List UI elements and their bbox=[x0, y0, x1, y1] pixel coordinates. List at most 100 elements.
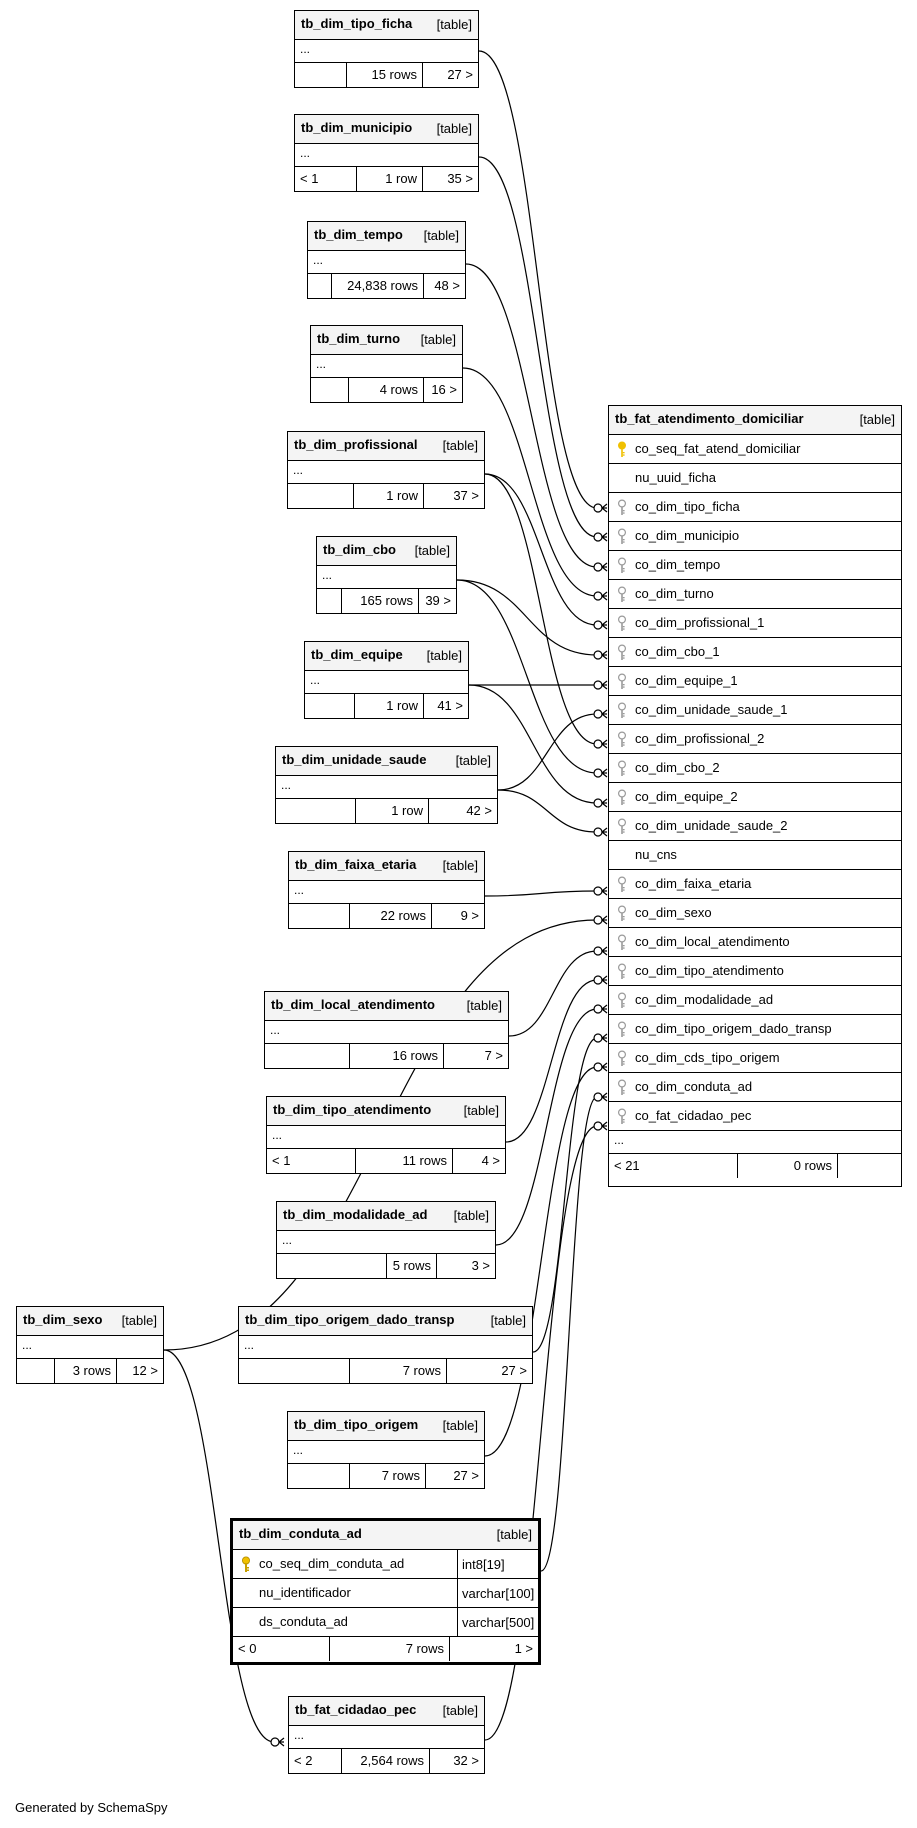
parents-count bbox=[295, 63, 347, 87]
row-count: 7 rows bbox=[350, 1359, 447, 1383]
column-name: co_seq_dim_conduta_ad bbox=[259, 1556, 405, 1571]
column-row[interactable]: co_dim_profissional_1 bbox=[609, 609, 901, 638]
column-row[interactable]: co_dim_cbo_1 bbox=[609, 638, 901, 667]
parents-count: < 0 bbox=[233, 1637, 330, 1661]
column-row[interactable]: co_dim_unidade_saude_1 bbox=[609, 696, 901, 725]
columns-ellipsis: ... bbox=[267, 1126, 505, 1149]
table-tb-dim-conduta-ad[interactable]: tb_dim_conduta_ad[table] co_seq_dim_cond… bbox=[230, 1518, 541, 1665]
optional-marker bbox=[593, 562, 603, 572]
column-row[interactable]: co_dim_modalidade_ad bbox=[609, 986, 901, 1015]
parents-count bbox=[277, 1254, 387, 1278]
many-marker bbox=[601, 1121, 608, 1131]
table-tb-fat-atendimento-domiciliar[interactable]: tb_fat_atendimento_domiciliar[table] co_… bbox=[608, 405, 902, 1187]
column-row[interactable]: nu_identificador varchar[100] bbox=[233, 1579, 538, 1608]
column-row[interactable]: co_dim_cbo_2 bbox=[609, 754, 901, 783]
row-count: 5 rows bbox=[387, 1254, 437, 1278]
column-row[interactable]: co_dim_unidade_saude_2 bbox=[609, 812, 901, 841]
column-row[interactable]: nu_cns bbox=[609, 841, 901, 870]
column-row[interactable]: co_dim_equipe_1 bbox=[609, 667, 901, 696]
column-name: co_fat_cidadao_pec bbox=[635, 1108, 752, 1123]
optional-marker bbox=[593, 886, 603, 896]
column-row[interactable]: co_seq_dim_conduta_ad int8[19] bbox=[233, 1550, 538, 1579]
relationship-line bbox=[495, 1008, 598, 1246]
table-name: tb_dim_sexo bbox=[23, 1312, 103, 1327]
column-row[interactable]: co_dim_tipo_origem_dado_transp bbox=[609, 1015, 901, 1044]
row-count: 2,564 rows bbox=[342, 1749, 430, 1773]
optional-marker bbox=[593, 915, 603, 925]
column-name: co_dim_tempo bbox=[635, 557, 721, 572]
column-row[interactable]: ds_conduta_ad varchar[500] bbox=[233, 1608, 538, 1637]
column-name: co_dim_tipo_origem_dado_transp bbox=[635, 1021, 832, 1036]
row-count: 11 rows bbox=[356, 1149, 453, 1173]
optional-marker bbox=[593, 650, 603, 660]
table-name: tb_dim_profissional bbox=[294, 437, 418, 452]
table-tb-dim-tipo-origem-dado-transp[interactable]: tb_dim_tipo_origem_dado_transp[table] ..… bbox=[238, 1306, 533, 1384]
column-row[interactable]: co_dim_tipo_ficha bbox=[609, 493, 901, 522]
relationship-line bbox=[456, 579, 598, 774]
column-row[interactable]: co_dim_municipio bbox=[609, 522, 901, 551]
column-row[interactable]: co_seq_fat_atend_domiciliar bbox=[609, 435, 901, 464]
column-row[interactable]: co_dim_tipo_atendimento bbox=[609, 957, 901, 986]
foreign-key-icon bbox=[617, 499, 627, 515]
foreign-key-icon bbox=[617, 760, 627, 776]
many-marker bbox=[601, 886, 608, 896]
column-row[interactable]: co_dim_turno bbox=[609, 580, 901, 609]
columns-ellipsis: ... bbox=[311, 355, 462, 378]
relationship-line bbox=[456, 579, 598, 656]
column-name: co_dim_cbo_2 bbox=[635, 760, 720, 775]
optional-marker bbox=[593, 680, 603, 690]
children-count: 35 > bbox=[447, 171, 473, 186]
column-row[interactable]: co_dim_conduta_ad bbox=[609, 1073, 901, 1102]
column-row[interactable]: co_dim_faixa_etaria bbox=[609, 870, 901, 899]
many-marker bbox=[601, 946, 608, 956]
column-row[interactable]: co_dim_sexo bbox=[609, 899, 901, 928]
column-row[interactable]: nu_uuid_ficha bbox=[609, 464, 901, 493]
row-count: 0 rows bbox=[738, 1154, 838, 1178]
column-row[interactable]: co_dim_local_atendimento bbox=[609, 928, 901, 957]
parents-count bbox=[311, 378, 349, 402]
columns-ellipsis: ... bbox=[288, 1441, 484, 1464]
table-name: tb_dim_unidade_saude bbox=[282, 752, 427, 767]
column-name: co_dim_unidade_saude_1 bbox=[635, 702, 788, 717]
children-count: 1 > bbox=[514, 1641, 533, 1656]
many-marker bbox=[601, 1092, 608, 1102]
foreign-key-icon bbox=[617, 644, 627, 660]
optional-marker bbox=[593, 946, 603, 956]
table-tb-dim-local-atendimento[interactable]: tb_dim_local_atendimento[table] ... 16 r… bbox=[264, 991, 509, 1069]
column-row[interactable]: co_dim_tempo bbox=[609, 551, 901, 580]
table-name: tb_dim_equipe bbox=[311, 647, 403, 662]
relationship-line bbox=[497, 713, 598, 791]
row-count: 1 row bbox=[357, 167, 423, 191]
many-marker bbox=[601, 739, 608, 749]
many-marker bbox=[601, 1033, 608, 1043]
columns-ellipsis: ... bbox=[609, 1131, 901, 1154]
table-type-label: [table] bbox=[490, 1313, 526, 1328]
columns-ellipsis: ... bbox=[305, 671, 468, 694]
row-count: 7 rows bbox=[350, 1464, 426, 1488]
many-marker bbox=[601, 591, 608, 601]
parents-count bbox=[317, 589, 342, 613]
foreign-key-icon bbox=[617, 615, 627, 631]
children-count: 41 > bbox=[437, 698, 463, 713]
column-row[interactable]: co_dim_cds_tipo_origem bbox=[609, 1044, 901, 1073]
column-row[interactable]: co_dim_profissional_2 bbox=[609, 725, 901, 754]
column-row[interactable]: co_fat_cidadao_pec bbox=[609, 1102, 901, 1131]
column-name: co_seq_fat_atend_domiciliar bbox=[635, 441, 801, 456]
column-row[interactable]: co_dim_equipe_2 bbox=[609, 783, 901, 812]
foreign-key-icon bbox=[617, 586, 627, 602]
